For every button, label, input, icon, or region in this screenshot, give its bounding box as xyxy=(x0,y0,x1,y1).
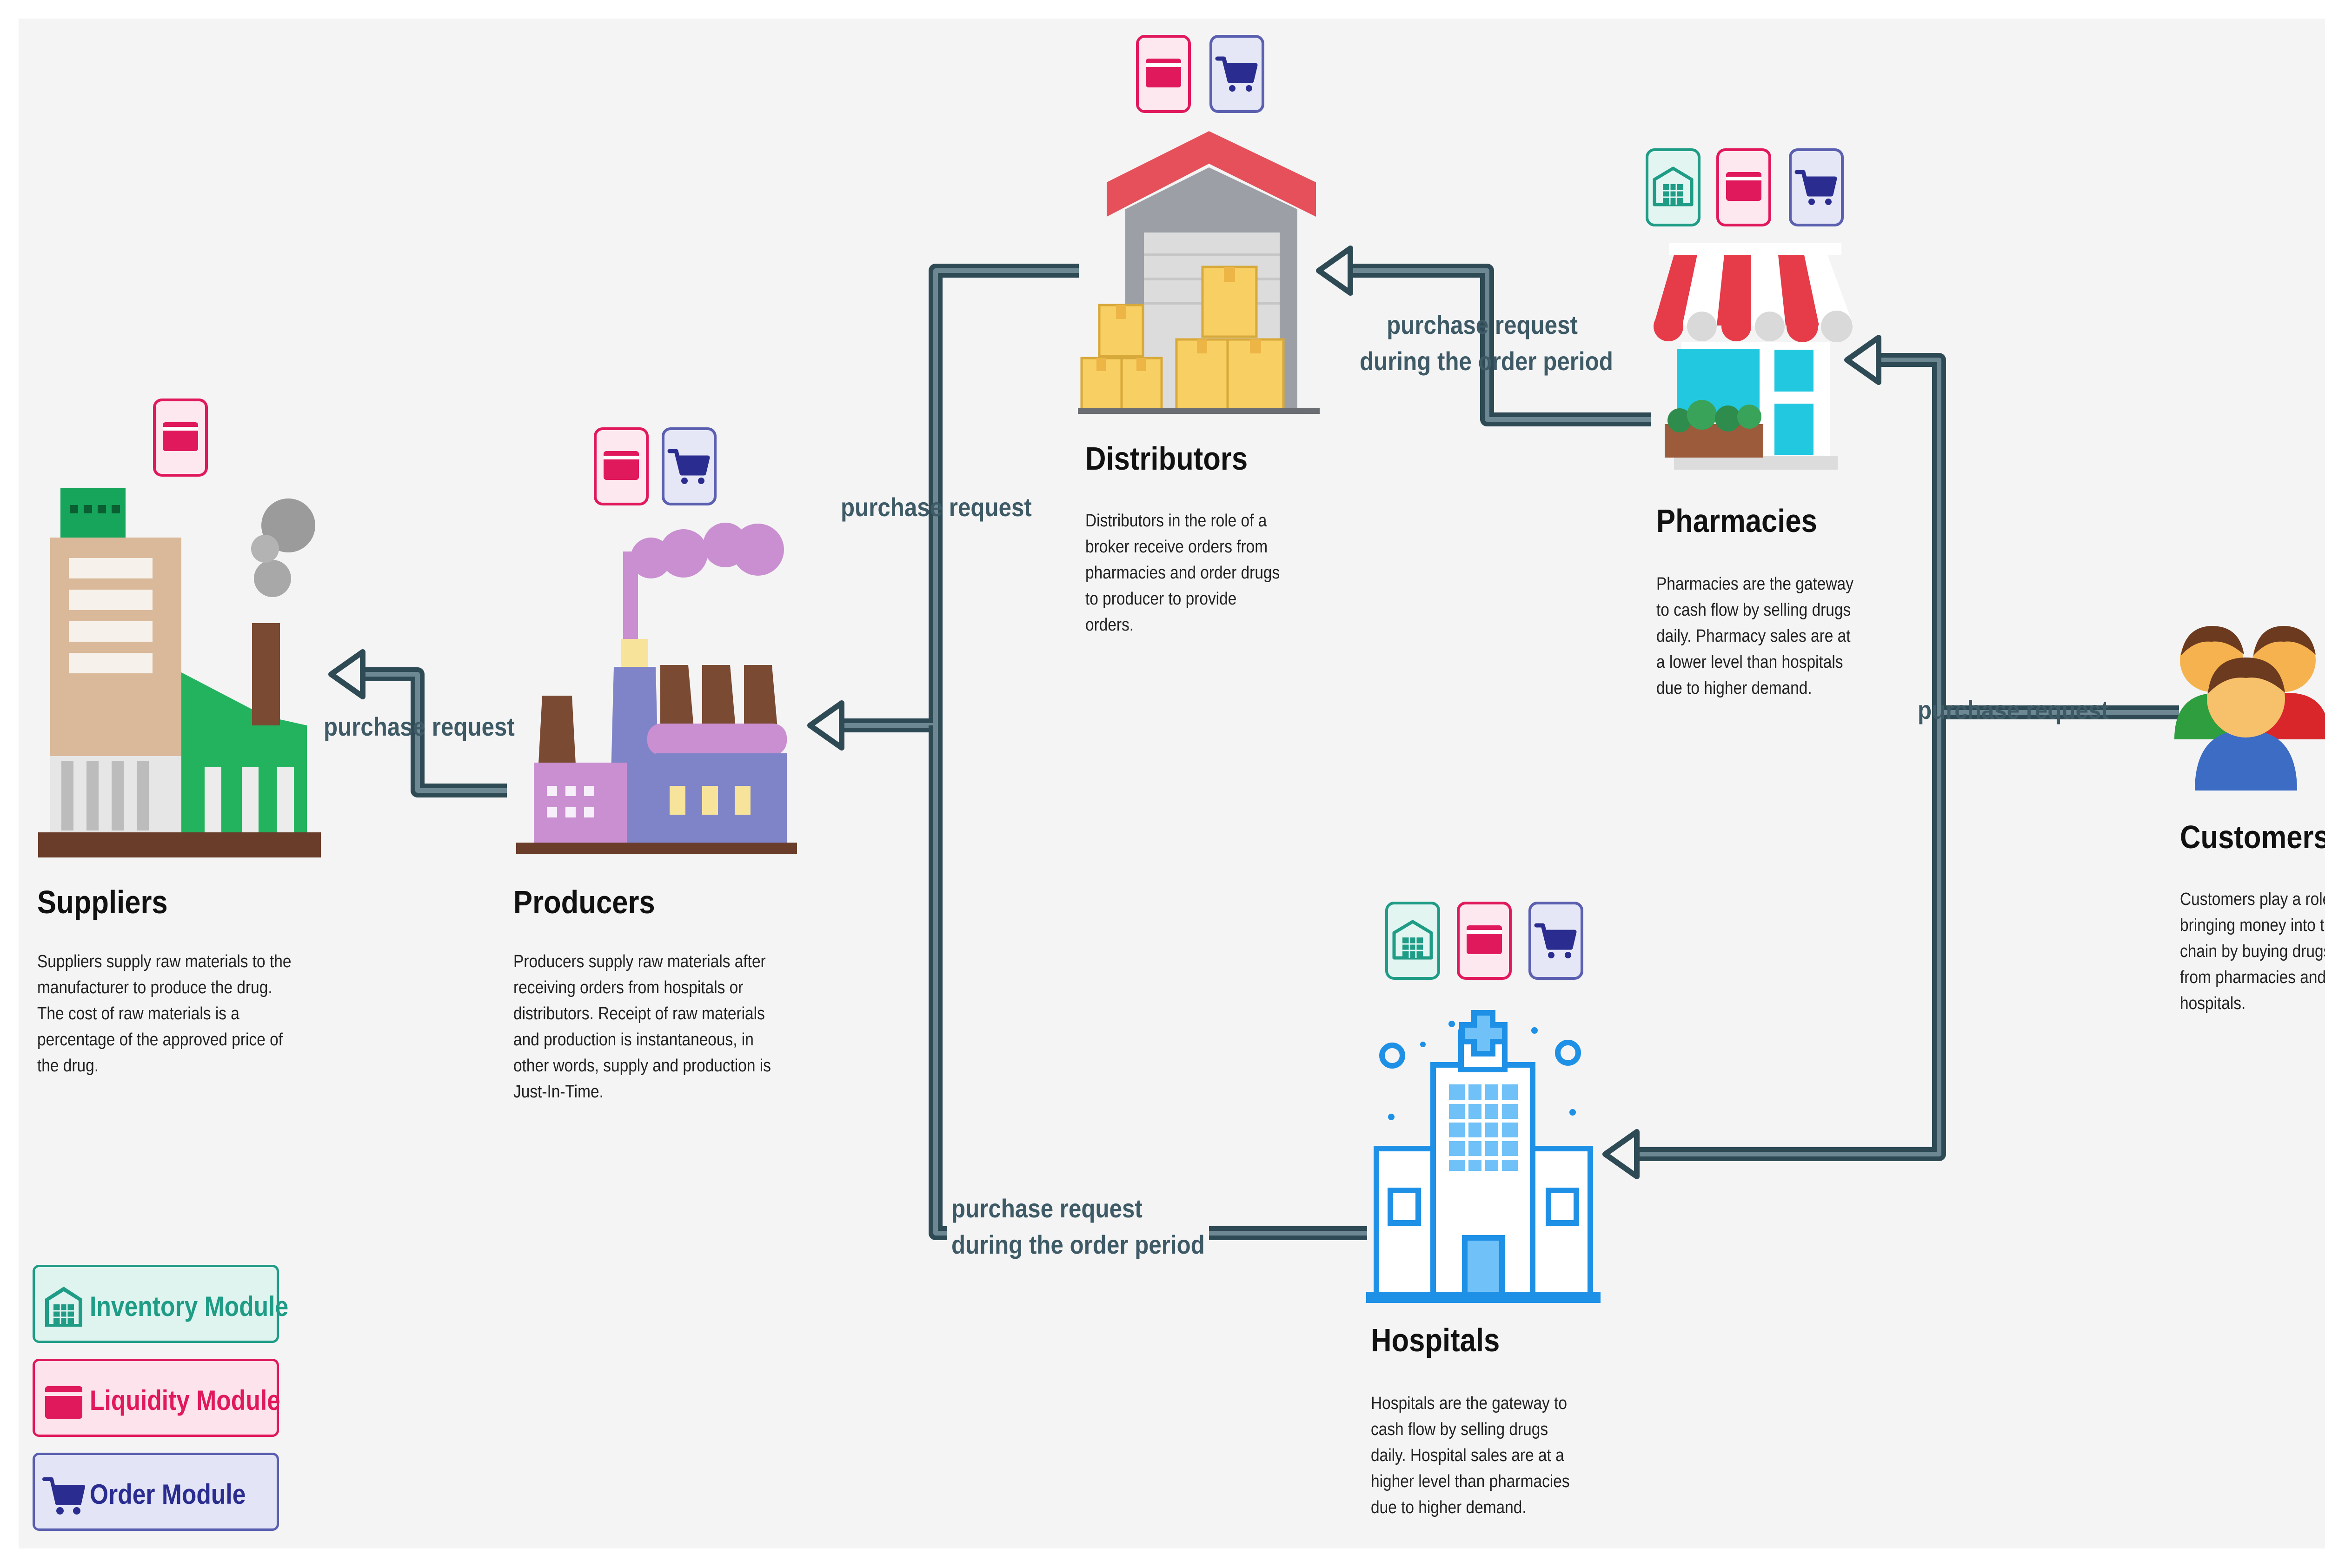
flow-label-line: during the order period xyxy=(951,1230,1205,1259)
flow-label-hospitals-to-producers: purchase request during the order period xyxy=(951,1190,1205,1263)
arrow-pharmacies-to-distributors xyxy=(1316,246,1651,426)
flow-label-customers-to-pharmacies: purchase request xyxy=(1918,692,2109,728)
flow-label-line: purchase request xyxy=(951,1194,1143,1223)
legend-liquidity: Liquidity Module xyxy=(33,1359,280,1437)
hospitals-desc-line: Hospitals are the gateway to xyxy=(1371,1394,1567,1413)
producers-liquidity-badge-icon xyxy=(595,429,647,504)
arrow-producers-to-suppliers xyxy=(328,649,507,797)
suppliers-liquidity-badge-icon xyxy=(154,400,206,475)
distributors-desc-line: broker receive orders from xyxy=(1085,537,1268,557)
pharmacies-title: Pharmacies xyxy=(1656,503,1817,539)
legend-order: Order Module xyxy=(33,1453,279,1531)
producers-desc-line: receiving orders from hospitals or xyxy=(513,978,744,997)
producers-desc-line: Just-In-Time. xyxy=(513,1082,604,1102)
legend-inventory-label: Inventory Module xyxy=(90,1291,289,1322)
hospital-icon xyxy=(1366,1010,1601,1303)
producers-order-badge-icon xyxy=(663,429,715,504)
inventory-icon xyxy=(45,1287,82,1327)
distributors-desc-line: Distributors in the role of a xyxy=(1085,511,1267,531)
hospitals-description: Hospitals are the gateway to cash flow b… xyxy=(1371,1390,1570,1521)
suppliers-desc-line: Suppliers supply raw materials to the xyxy=(37,952,292,971)
warehouse-icon xyxy=(1078,131,1320,414)
hospitals-desc-line: daily. Hospital sales are at a xyxy=(1371,1446,1564,1465)
legend-order-label: Order Module xyxy=(90,1479,246,1510)
cart-icon xyxy=(42,1477,85,1515)
suppliers-desc-line: percentage of the approved price of xyxy=(37,1030,283,1050)
hospitals-title: Hospitals xyxy=(1371,1322,1500,1358)
distributors-description: Distributors in the role of a broker rec… xyxy=(1085,508,1280,638)
pharmacies-liquidity-badge-icon xyxy=(1718,150,1770,225)
producer-factory-icon xyxy=(516,523,797,854)
pharmacies-description: Pharmacies are the gateway to cash flow … xyxy=(1656,571,1853,701)
flow-label-pharmacies-to-distributors: purchase request during the order period xyxy=(1360,307,1613,379)
producers-desc-line: distributors. Receipt of raw materials xyxy=(513,1004,765,1023)
customers-title: Customers xyxy=(2180,819,2325,855)
flow-label-line: during the order period xyxy=(1360,346,1613,376)
legend-liquidity-label: Liquidity Module xyxy=(90,1385,280,1416)
pharmacy-store-icon xyxy=(1654,243,1853,470)
arrow-hospitals-to-producers xyxy=(929,725,1367,1240)
customers-desc-line: from pharmacies and xyxy=(2180,968,2325,987)
distributors-desc-line: pharmacies and order drugs xyxy=(1085,563,1280,583)
hospitals-desc-line: higher level than pharmacies xyxy=(1371,1472,1570,1491)
distributors-desc-line: orders. xyxy=(1085,615,1134,635)
suppliers-title: Suppliers xyxy=(37,884,168,920)
suppliers-desc-line: The cost of raw materials is a xyxy=(37,1004,239,1023)
distributors-desc-line: to producer to provide xyxy=(1085,589,1237,609)
hospitals-desc-line: due to higher demand. xyxy=(1371,1498,1527,1517)
pharmacies-desc-line: daily. Pharmacy sales are at xyxy=(1656,626,1851,646)
customers-desc-line: Customers play a role in xyxy=(2180,890,2325,909)
hospitals-inventory-badge-icon xyxy=(1387,903,1439,978)
flow-label-producers-to-suppliers: purchase request xyxy=(324,709,515,745)
suppliers-desc-line: manufacturer to produce the drug. xyxy=(37,978,272,997)
producers-title: Producers xyxy=(513,884,655,920)
customers-desc-line: bringing money into the xyxy=(2180,916,2325,935)
pharmacies-desc-line: a lower level than hospitals xyxy=(1656,652,1843,672)
customers-desc-line: hospitals. xyxy=(2180,994,2246,1013)
supplier-factory-icon xyxy=(38,488,321,857)
pharmacies-desc-line: Pharmacies are the gateway xyxy=(1656,574,1853,594)
pharmacies-desc-line: due to higher demand. xyxy=(1656,678,1812,698)
distributors-title: Distributors xyxy=(1085,440,1248,477)
customers-group-icon xyxy=(2174,626,2325,791)
flow-label-line: purchase request xyxy=(1918,695,2109,724)
producers-desc-line: and production is instantaneous, in xyxy=(513,1030,754,1050)
producers-description: Producers supply raw materials after rec… xyxy=(513,949,771,1105)
legend-inventory: Inventory Module xyxy=(33,1265,288,1343)
pharmacies-desc-line: to cash flow by selling drugs xyxy=(1656,600,1851,620)
pharmacies-inventory-badge-icon xyxy=(1647,150,1699,225)
hospitals-desc-line: cash flow by selling drugs xyxy=(1371,1420,1548,1439)
producers-desc-line: Producers supply raw materials after xyxy=(513,952,766,971)
customers-desc-line: chain by buying drugs daily xyxy=(2180,942,2325,961)
arrow-distributors-to-producers xyxy=(807,264,1079,751)
suppliers-desc-line: the drug. xyxy=(37,1056,99,1076)
arrow-customers-to-pharmacies xyxy=(1602,335,2179,1179)
producers-desc-line: other words, supply and production is xyxy=(513,1056,771,1076)
flow-label-distributors-to-producers: purchase request xyxy=(841,489,1032,525)
customers-description: Customers play a role in bringing money … xyxy=(2180,886,2325,1017)
distributors-liquidity-badge-icon xyxy=(1137,36,1189,112)
flow-label-line: purchase request xyxy=(1387,310,1578,339)
pharmacies-order-badge-icon xyxy=(1790,150,1842,225)
suppliers-description: Suppliers supply raw materials to the ma… xyxy=(37,949,291,1079)
hospitals-liquidity-badge-icon xyxy=(1458,903,1510,978)
liquidity-icon xyxy=(45,1386,82,1419)
hospitals-order-badge-icon xyxy=(1530,903,1582,978)
flow-label-line: purchase request xyxy=(324,712,515,741)
distributors-order-badge-icon xyxy=(1211,36,1263,112)
flow-label-line: purchase request xyxy=(841,492,1032,522)
